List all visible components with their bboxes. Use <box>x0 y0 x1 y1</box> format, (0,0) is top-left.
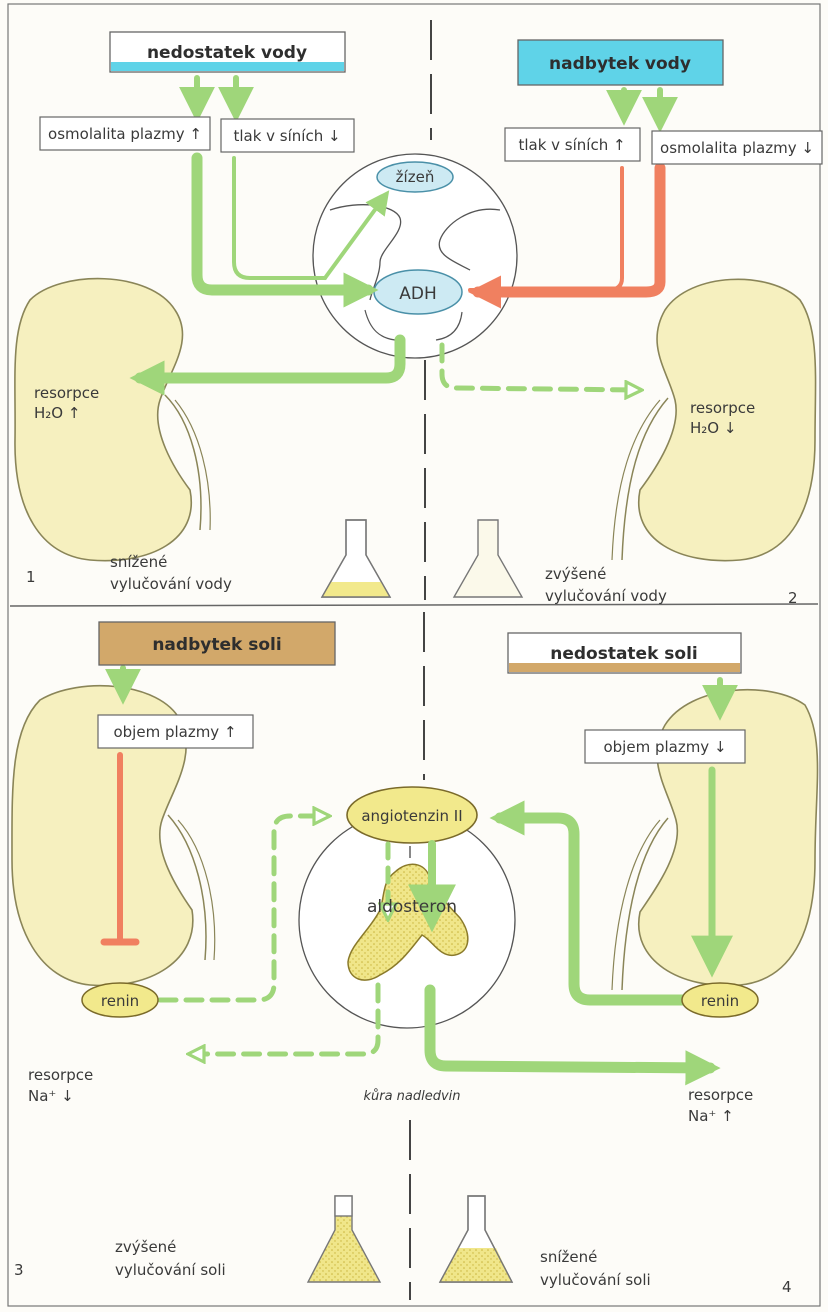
header1-text: nedostatek vody <box>147 43 307 63</box>
flask-panel1 <box>320 519 392 598</box>
kidney-panel4 <box>611 688 819 991</box>
box-volume4 <box>584 729 746 764</box>
panel1-number: 1 <box>26 568 36 586</box>
pressure2-text: tlak v síních ↑ <box>518 136 625 154</box>
box-pressure1 <box>220 118 355 153</box>
flask-panel2 <box>452 519 524 598</box>
angiotensin-oval <box>346 786 478 844</box>
kidney1-label-2: H₂O ↑ <box>34 404 80 422</box>
adh-text: ADH <box>399 284 437 304</box>
panel3-number: 3 <box>14 1261 24 1279</box>
arrow-renin3-to-angiotensin-dashed <box>157 816 328 1003</box>
kidney4-label-2: Na⁺ ↑ <box>688 1107 734 1125</box>
header4-text: nedostatek soli <box>550 644 698 664</box>
flask-panel3 <box>306 1195 382 1283</box>
header-panel4 <box>507 632 742 674</box>
renin3-text: renin <box>101 992 139 1010</box>
box-pressure2 <box>504 127 641 162</box>
kidney-panel2 <box>611 278 817 562</box>
result4-line2: vylučování soli <box>540 1271 651 1289</box>
header-panel3 <box>98 621 336 666</box>
result1-line2: vylučování vody <box>110 575 232 593</box>
result2-line1: zvýšené <box>545 565 606 583</box>
angiotensin-text: angiotenzin II <box>361 807 462 825</box>
renin-oval-4 <box>681 982 759 1018</box>
aldosterone-text: aldosteron <box>367 897 457 917</box>
header-panel1 <box>109 31 346 73</box>
kidney1-label-1: resorpce <box>34 384 99 402</box>
thirst-oval <box>376 161 454 193</box>
outer-frame <box>7 3 821 1307</box>
thirst-text: žízeň <box>396 168 435 186</box>
kidney3-label-1: resorpce <box>28 1066 93 1084</box>
pressure1-text: tlak v síních ↓ <box>233 127 340 145</box>
kidney2-label-1: resorpce <box>690 399 755 417</box>
kidney3-label-2: Na⁺ ↓ <box>28 1087 74 1105</box>
kidney-panel3 <box>11 685 216 987</box>
arrow-to-thirst <box>323 190 390 280</box>
arrow-aldosteron-to-kidney3-dashed <box>190 982 381 1054</box>
osmo1-text: osmolalita plazmy ↑ <box>48 125 202 143</box>
header-panel2 <box>517 39 724 86</box>
cortex-text: kůra nadledvin <box>363 1089 460 1104</box>
header3-text: nadbytek soli <box>152 635 281 655</box>
result3-line2: vylučování soli <box>115 1261 226 1279</box>
header2-text: nadbytek vody <box>549 54 691 74</box>
kidney-panel1 <box>14 277 211 562</box>
box-osmo2 <box>651 130 823 165</box>
panel2-number: 2 <box>788 589 798 607</box>
result1-line1: snížené <box>110 553 167 571</box>
kidney2-label-2: H₂O ↓ <box>690 419 736 437</box>
renin-oval-3 <box>81 982 159 1018</box>
horizontal-divider <box>9 603 819 607</box>
volume4-text: objem plazmy ↓ <box>603 738 726 756</box>
renin4-text: renin <box>701 992 739 1010</box>
arrow-aldosteron-to-kidney4 <box>424 984 721 1086</box>
kidney4-label-1: resorpce <box>688 1086 753 1104</box>
box-volume3 <box>97 714 254 749</box>
result2-line2: vylučování vody <box>545 587 667 605</box>
arrow-osmo-to-adh <box>191 152 379 308</box>
panel4-number: 4 <box>782 1278 792 1296</box>
result4-line1: snížené <box>540 1248 597 1266</box>
box-osmo1 <box>39 116 211 151</box>
result3-line1: zvýšené <box>115 1238 176 1256</box>
arrow-osmo2-to-adh <box>468 162 666 309</box>
arrow-renin4-to-angiotensin <box>489 800 689 1006</box>
volume3-text: objem plazmy ↑ <box>113 723 236 741</box>
arrow-pressure-to-adh <box>232 156 327 280</box>
osmo2-text: osmolalita plazmy ↓ <box>660 139 814 157</box>
arrow-adh-to-kidney2-dashed <box>439 342 640 390</box>
arrow-adh-to-kidney1 <box>129 334 406 396</box>
flask-panel4 <box>438 1195 514 1283</box>
